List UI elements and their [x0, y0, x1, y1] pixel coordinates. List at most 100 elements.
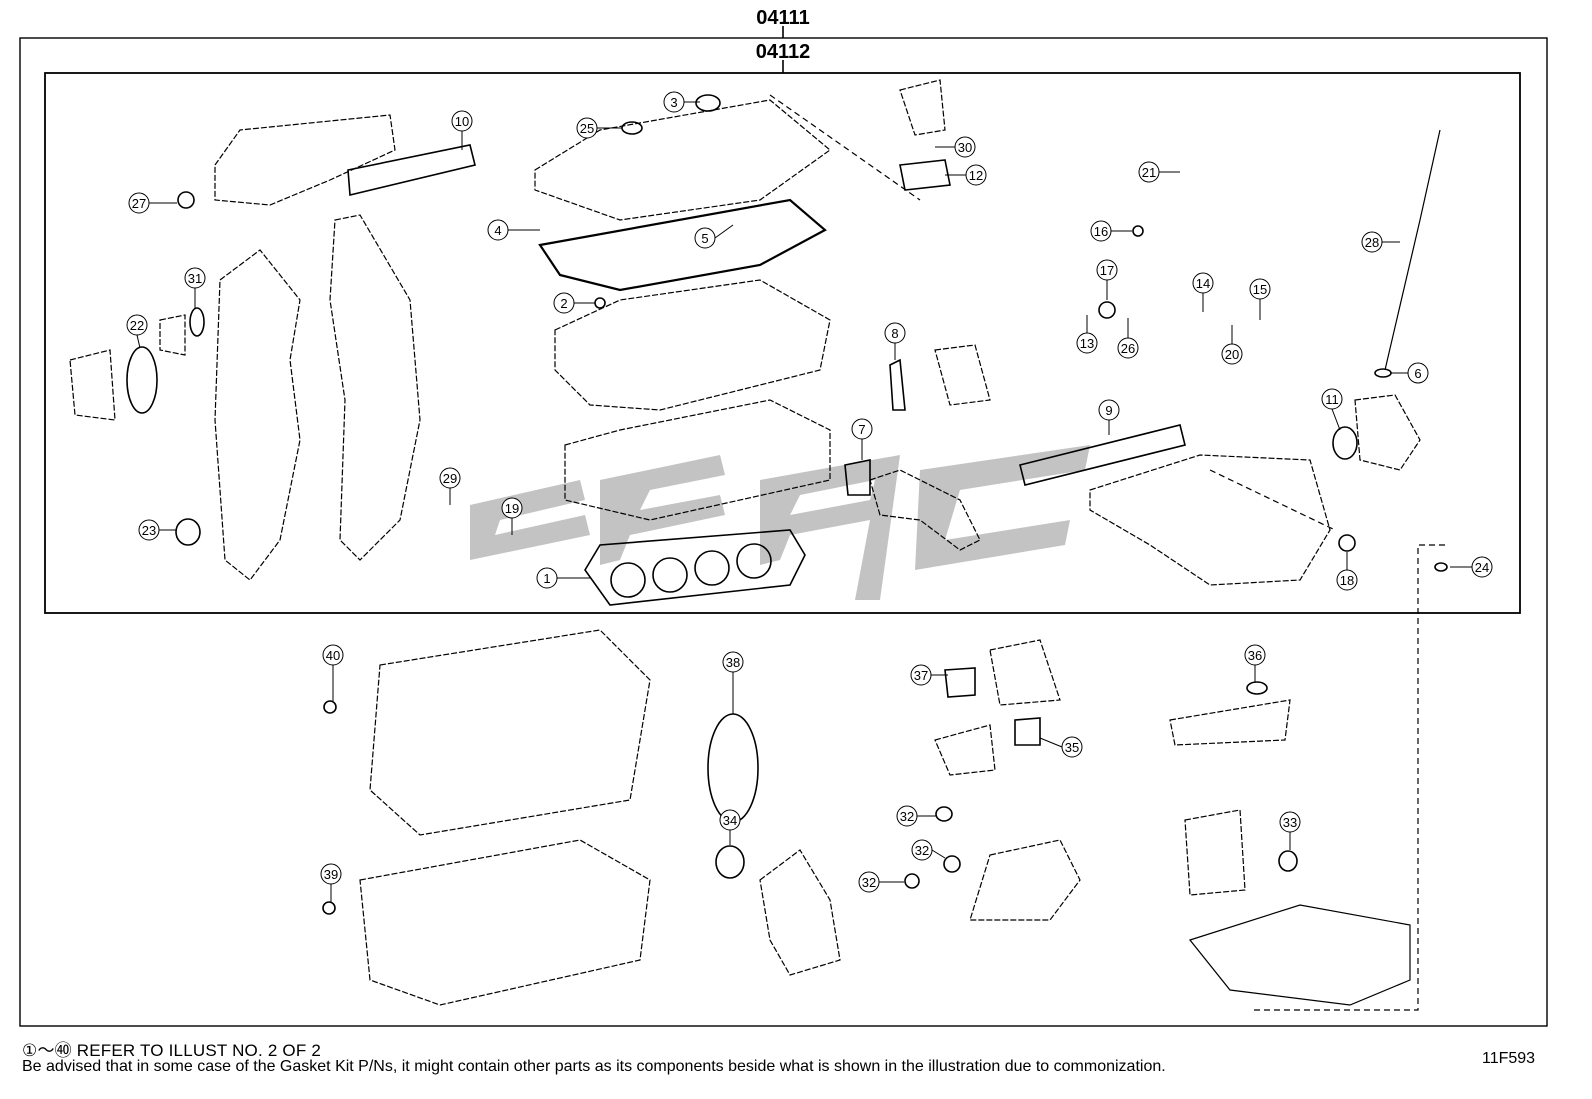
svg-text:5: 5: [701, 231, 708, 246]
callout-29: 29: [439, 467, 461, 505]
camshaft-housing-part: [554, 279, 831, 411]
callout-5: 5: [694, 224, 734, 249]
callout-25: 25: [576, 117, 622, 139]
svg-text:11: 11: [1325, 392, 1339, 407]
callout-2: 2: [553, 292, 595, 314]
callout-40: 40: [322, 644, 344, 701]
callout-10: 10: [451, 110, 473, 150]
timing-cover-seal: [126, 346, 158, 414]
callout-20: 20: [1221, 325, 1243, 365]
timing-cover-part: [214, 249, 301, 581]
svg-text:3: 3: [670, 95, 677, 110]
callout-26: 26: [1117, 318, 1139, 359]
throttle-body-part: [1354, 394, 1421, 471]
svg-text:12: 12: [969, 168, 983, 183]
svg-text:22: 22: [130, 318, 144, 333]
callout-19: 19: [501, 497, 523, 535]
svg-text:10: 10: [455, 114, 469, 129]
valve-cover-gasket: [538, 198, 827, 292]
callout-28: 28: [1361, 231, 1400, 253]
callout-22: 22: [126, 314, 148, 349]
svg-text:23: 23: [142, 523, 156, 538]
timing-chain-case-part: [329, 214, 421, 561]
svg-text:6: 6: [1414, 366, 1421, 381]
svg-text:24: 24: [1475, 560, 1489, 575]
svg-text:15: 15: [1253, 282, 1267, 297]
intake-manifold-part: [1089, 454, 1331, 586]
callout-9: 9: [1098, 399, 1120, 435]
kit-code-outer: 04111: [756, 7, 809, 29]
svg-text:32: 32: [915, 843, 929, 858]
svg-text:39: 39: [324, 867, 338, 882]
valve-cover-part: [534, 99, 831, 221]
water-pump-part: [69, 349, 116, 421]
exhaust-manifold-gasket: [347, 144, 476, 196]
callout-14: 14: [1192, 272, 1214, 312]
svg-text:17: 17: [1100, 263, 1114, 278]
intake-manifold-gasket: [1019, 424, 1186, 486]
svg-text:32: 32: [900, 809, 914, 824]
callout-21: 21: [1138, 161, 1180, 183]
callout-32c: 32: [858, 871, 904, 893]
cylinder-block-part: [369, 629, 651, 836]
callout-30: 30: [935, 136, 976, 158]
callout-11: 11: [1321, 388, 1343, 431]
callout-18: 18: [1336, 552, 1358, 591]
svg-text:35: 35: [1065, 740, 1079, 755]
svg-text:34: 34: [723, 813, 737, 828]
callout-23: 23: [138, 519, 176, 541]
svg-text:4: 4: [494, 223, 501, 238]
callout-4: 4: [487, 219, 540, 241]
callout-3: 3: [663, 91, 700, 113]
svg-text:19: 19: [505, 501, 519, 516]
callout-33: 33: [1279, 811, 1301, 850]
oil-dipstick-part: [1384, 129, 1441, 371]
exhaust-manifold-part: [214, 114, 396, 206]
callout-32b: 32: [911, 839, 946, 861]
callout-34: 34: [719, 809, 741, 845]
callout-39: 39: [320, 863, 342, 902]
callout-13: 13: [1076, 315, 1098, 354]
callout-17: 17: [1096, 259, 1118, 300]
callout-15: 15: [1249, 278, 1271, 320]
svg-text:30: 30: [958, 140, 972, 155]
oil-pan-part: [1188, 904, 1411, 1006]
svg-text:8: 8: [891, 326, 898, 341]
callout-6: 6: [1390, 362, 1429, 384]
head-gasket: [584, 529, 806, 606]
svg-text:33: 33: [1283, 815, 1297, 830]
cylinder-head-part: [564, 399, 831, 521]
callout-16: 16: [1090, 220, 1132, 242]
callout-12: 12: [945, 164, 987, 186]
svg-text:26: 26: [1121, 341, 1135, 356]
callout-7: 7: [851, 418, 873, 460]
svg-text:29: 29: [443, 471, 457, 486]
callout-27: 27: [128, 192, 177, 214]
callout-35: 35: [1039, 736, 1083, 758]
svg-text:18: 18: [1340, 573, 1354, 588]
svg-text:20: 20: [1225, 347, 1239, 362]
callout-1: 1: [536, 567, 590, 589]
kit-code-inner: 04112: [756, 41, 811, 63]
svg-text:36: 36: [1248, 648, 1262, 663]
water-outlet-part: [869, 469, 981, 551]
illustration-code: 11F593: [1482, 1050, 1536, 1067]
svg-text:2: 2: [560, 296, 567, 311]
svg-text:1: 1: [543, 571, 550, 586]
svg-text:27: 27: [132, 196, 146, 211]
callout-37: 37: [910, 664, 948, 686]
svg-text:21: 21: [1142, 165, 1156, 180]
callout-group: 1 2 3 4 5 6 7 8 9 10 11 12 13 14 15 16 1…: [126, 91, 1493, 902]
svg-text:32: 32: [862, 875, 876, 890]
svg-text:7: 7: [858, 422, 865, 437]
svg-text:25: 25: [580, 121, 594, 136]
callout-24: 24: [1450, 556, 1493, 578]
svg-text:40: 40: [326, 648, 340, 663]
advisory-note: Be advised that in some case of the Gask…: [22, 1058, 1166, 1075]
svg-text:16: 16: [1094, 224, 1108, 239]
svg-text:14: 14: [1196, 276, 1210, 291]
callout-38: 38: [722, 651, 744, 714]
reference-note: ①～㊵ REFER TO ILLUST NO. 2 OF 2: [22, 1041, 321, 1060]
svg-text:9: 9: [1105, 403, 1112, 418]
